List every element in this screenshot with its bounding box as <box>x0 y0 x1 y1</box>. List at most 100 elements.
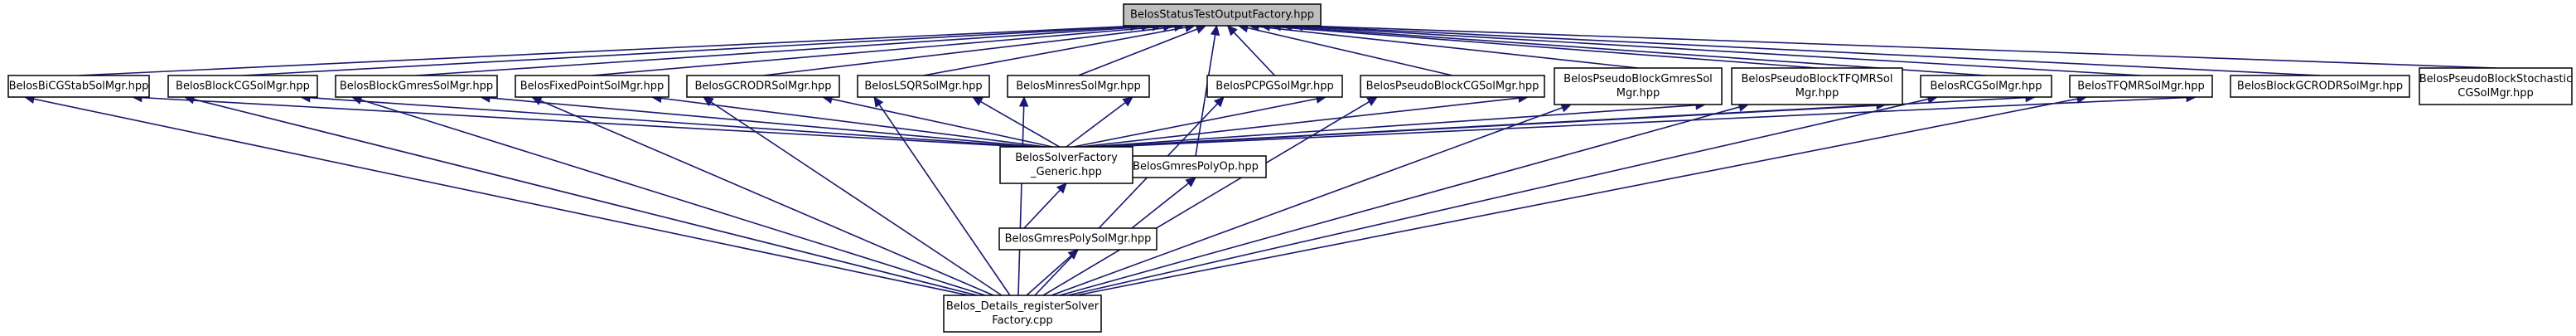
edge-register-to-fixedpoint <box>530 96 994 296</box>
node-box <box>1206 75 1343 98</box>
arrowhead-icon <box>1226 25 1238 37</box>
edge-line <box>489 97 1039 148</box>
node-blockgcrodr[interactable]: BelosBlockGCRODRSolMgr.hpp <box>2230 75 2410 98</box>
edge-line <box>1107 96 2187 148</box>
node-label: BelosTFQMRSolMgr.hpp <box>2077 80 2204 93</box>
node-box <box>167 75 318 98</box>
node-box <box>686 75 840 98</box>
node-box <box>857 75 990 98</box>
edge-line <box>1131 183 1189 229</box>
node-root[interactable]: BelosStatusTestOutputFactory.hpp <box>1123 3 1322 27</box>
node-pseudoblockcg[interactable]: BelosPseudoBlockCGSolMgr.hpp <box>1360 75 1545 98</box>
edge-gmrespolysolmgr-to-solverfactory <box>1023 183 1067 229</box>
arrowhead-icon <box>1056 183 1067 194</box>
edges-layer <box>23 21 2496 296</box>
node-gmrespolysolmgr[interactable]: BelosGmresPolySolMgr.hpp <box>998 227 1158 251</box>
edge-line <box>242 25 1143 76</box>
node-box <box>515 75 669 98</box>
edge-line <box>1042 100 1370 296</box>
edge-solverfactory-to-bicgstab <box>131 92 1026 148</box>
node-label: BelosMinresSolMgr.hpp <box>1016 80 1140 93</box>
edge-line <box>1247 27 1453 76</box>
edge-gmrespolysolmgr-to-gmrespolyop <box>1131 177 1196 229</box>
node-label: Factory.cpp <box>992 314 1052 327</box>
node-label: BelosPseudoBlockCGSolMgr.hpp <box>1366 80 1539 93</box>
edge-line <box>1067 98 1929 296</box>
node-box <box>2069 75 2213 98</box>
edge-line <box>1280 25 1987 76</box>
arrowhead-icon <box>702 96 714 107</box>
node-bicgstab[interactable]: BelosBiCGStabSolMgr.hpp <box>7 75 150 98</box>
edge-line <box>1059 106 1740 296</box>
node-label: BelosStatusTestOutputFactory.hpp <box>1130 9 1314 22</box>
arrowhead-icon <box>1122 96 1133 107</box>
edge-register-to-pcpg <box>1034 96 1225 296</box>
node-box <box>1007 75 1150 98</box>
node-box <box>2230 75 2410 98</box>
arrowhead-icon <box>1210 24 1220 37</box>
edge-line <box>1080 97 1520 148</box>
node-label: BelosBiCGStabSolMgr.hpp <box>9 80 149 93</box>
node-label: BelosBlockGmresSolMgr.hpp <box>340 80 493 93</box>
edge-line <box>1075 98 2078 296</box>
edge-line <box>592 26 1164 76</box>
arrowhead-icon <box>1067 249 1079 260</box>
node-box <box>1554 67 1723 105</box>
edge-line <box>1258 26 1639 69</box>
node-box <box>943 295 1102 333</box>
edge-register-to-pseudoblockgmres <box>1051 103 1573 296</box>
edge-register-to-blockgmres <box>350 95 986 296</box>
node-label: BelosBlockGCRODRSolMgr.hpp <box>2237 80 2403 93</box>
edge-line <box>1026 255 1072 296</box>
arrowhead-icon <box>1185 177 1196 187</box>
edge-solverfactory-to-blockgmres <box>479 93 1039 148</box>
edge-bicgstab-to-root <box>78 21 1142 76</box>
edge-line <box>1291 25 2142 76</box>
node-label: BelosGCRODRSolMgr.hpp <box>694 80 831 93</box>
node-label: BelosPseudoBlockTFQMRSol <box>1742 73 1893 85</box>
node-tfqmr[interactable]: BelosTFQMRSolMgr.hpp <box>2069 75 2213 98</box>
edge-line <box>78 25 1132 76</box>
node-label: BelosGmresPolyOp.hpp <box>1133 161 1259 173</box>
node-box <box>2419 67 2573 105</box>
edge-line <box>193 98 978 296</box>
edge-line <box>1034 103 1218 296</box>
node-label: BelosPseudoBlockStochastic <box>2419 73 2573 85</box>
node-blockcg[interactable]: BelosBlockCGSolMgr.hpp <box>167 75 318 98</box>
node-gcrodr[interactable]: BelosGCRODRSolMgr.hpp <box>686 75 840 98</box>
edge-pcpg-to-root <box>1226 25 1276 76</box>
edge-line <box>360 99 986 296</box>
node-label: BelosRCGSolMgr.hpp <box>1930 80 2042 93</box>
node-fixedpoint[interactable]: BelosFixedPointSolMgr.hpp <box>515 75 669 98</box>
node-blockgmres[interactable]: BelosBlockGmresSolMgr.hpp <box>335 75 498 98</box>
node-label: _Generic.hpp <box>1030 166 1102 178</box>
edge-solverfactory-to-minres <box>1066 96 1133 148</box>
node-solverfactory[interactable]: BelosSolverFactory_Generic.hpp <box>999 146 1133 184</box>
arrowhead-icon <box>1366 96 1379 106</box>
nodes-layer: BelosStatusTestOutputFactory.hppBelosBiC… <box>7 3 2573 333</box>
arrowhead-icon <box>530 96 543 105</box>
edge-register-to-blockcg <box>183 95 978 296</box>
arrowhead-icon <box>873 96 884 108</box>
node-rcg[interactable]: BelosRCGSolMgr.hpp <box>1920 75 2052 98</box>
edge-register-to-gmrespolysolmgr <box>1026 249 1079 296</box>
node-minres[interactable]: BelosMinresSolMgr.hpp <box>1007 75 1150 98</box>
edge-register-to-minres <box>1017 95 1029 296</box>
node-box <box>1731 67 1903 105</box>
node-label: BelosFixedPointSolMgr.hpp <box>520 80 665 93</box>
node-label: Mgr.hpp <box>1795 87 1839 100</box>
edge-line <box>1233 32 1276 76</box>
edge-line <box>309 96 1032 148</box>
edge-line <box>762 26 1175 76</box>
node-lsqr[interactable]: BelosLSQRSolMgr.hpp <box>857 75 990 98</box>
node-box <box>1920 75 2052 98</box>
node-gmrespolyop[interactable]: BelosGmresPolyOp.hpp <box>1124 155 1267 178</box>
node-label: BelosLSQRSolMgr.hpp <box>864 80 982 93</box>
node-pcpg[interactable]: BelosPCPGSolMgr.hpp <box>1206 75 1343 98</box>
node-box <box>1123 3 1322 27</box>
node-label: BelosBlockCGSolMgr.hpp <box>176 80 310 93</box>
